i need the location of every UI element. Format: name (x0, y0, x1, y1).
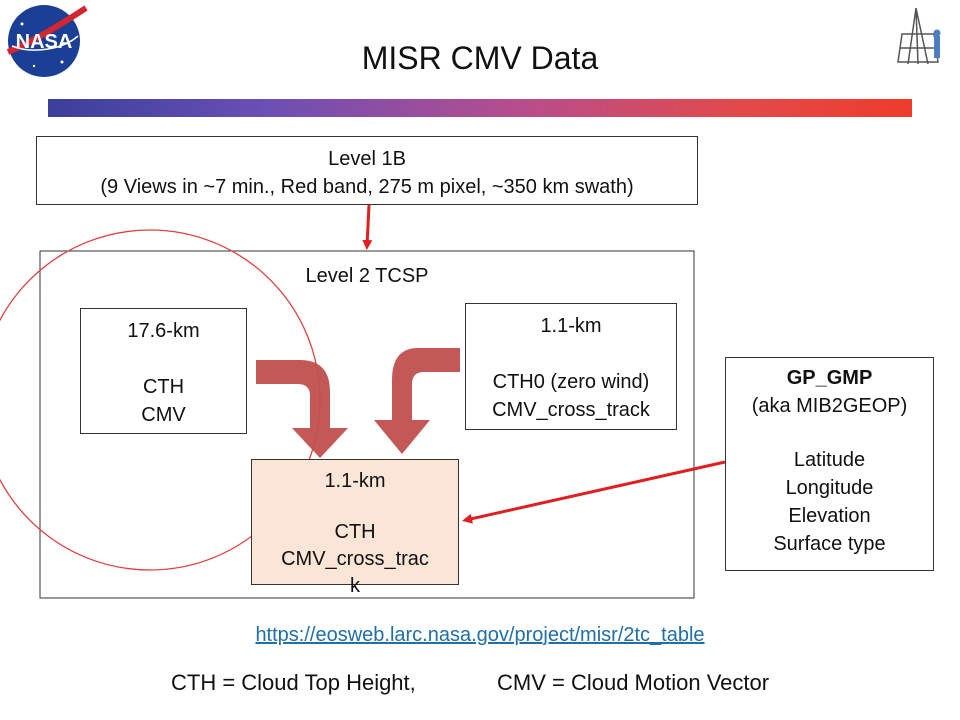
result-box-resolution: 1.1-km (324, 470, 386, 492)
cth-cmv-17km-box: 17.6-km CTH CMV (80, 308, 247, 434)
result-box-cmv-line1: CMV_cross_trac (281, 548, 429, 570)
result-1km-box: 1.1-km CTH CMV_cross_trac k (251, 459, 459, 597)
gp-gmp-title: GP_GMP (786, 367, 873, 389)
gpgmp-to-result-arrow (462, 460, 726, 524)
title-gradient-bar (48, 99, 912, 117)
left-box-cmv: CMV (141, 404, 186, 426)
curved-arrow-right (374, 348, 460, 454)
gp-gmp-box: GP_GMP (aka MIB2GEOP) Latitude Longitude… (725, 357, 934, 571)
gp-gmp-item: Surface type (773, 533, 886, 555)
level1b-details: (9 Views in ~7 min., Red band, 275 m pix… (100, 176, 634, 198)
right-box-resolution: 1.1-km (540, 315, 602, 337)
misr-instrument-icon (897, 7, 941, 65)
right-box-cth0: CTH0 (zero wind) (492, 371, 650, 393)
nasa-logo-text: NASA (16, 31, 73, 53)
right-box-cmv-cross-track: CMV_cross_track (492, 399, 650, 421)
gp-gmp-item: Latitude (793, 449, 866, 471)
slide-title: MISR CMV Data (361, 40, 599, 76)
cth0-1km-box: 1.1-km CTH0 (zero wind) CMV_cross_track (465, 303, 677, 430)
left-box-cth: CTH (142, 376, 185, 398)
footer-cth-definition: CTH = Cloud Top Height, (171, 670, 416, 695)
level2-title: Level 2 TCSP (305, 265, 429, 287)
result-box-cth: CTH (334, 521, 376, 543)
footer-cmv-definition: CMV = Cloud Motion Vector (497, 670, 770, 695)
gp-gmp-alias: (aka MIB2GEOP) (751, 395, 908, 417)
result-box-cmv-line2: k (350, 575, 360, 597)
level1b-to-level2-arrow (362, 204, 373, 250)
level1b-title: Level 1B (328, 148, 406, 170)
nasa-logo-icon: NASA (6, 5, 88, 77)
left-box-resolution: 17.6-km (127, 320, 200, 342)
gp-gmp-item: Longitude (785, 477, 874, 499)
eosweb-link[interactable]: https://eosweb.larc.nasa.gov/project/mis… (255, 624, 705, 646)
gp-gmp-item: Elevation (788, 505, 871, 527)
level1b-box: Level 1B (9 Views in ~7 min., Red band, … (36, 136, 698, 205)
curved-arrow-left (256, 360, 348, 458)
